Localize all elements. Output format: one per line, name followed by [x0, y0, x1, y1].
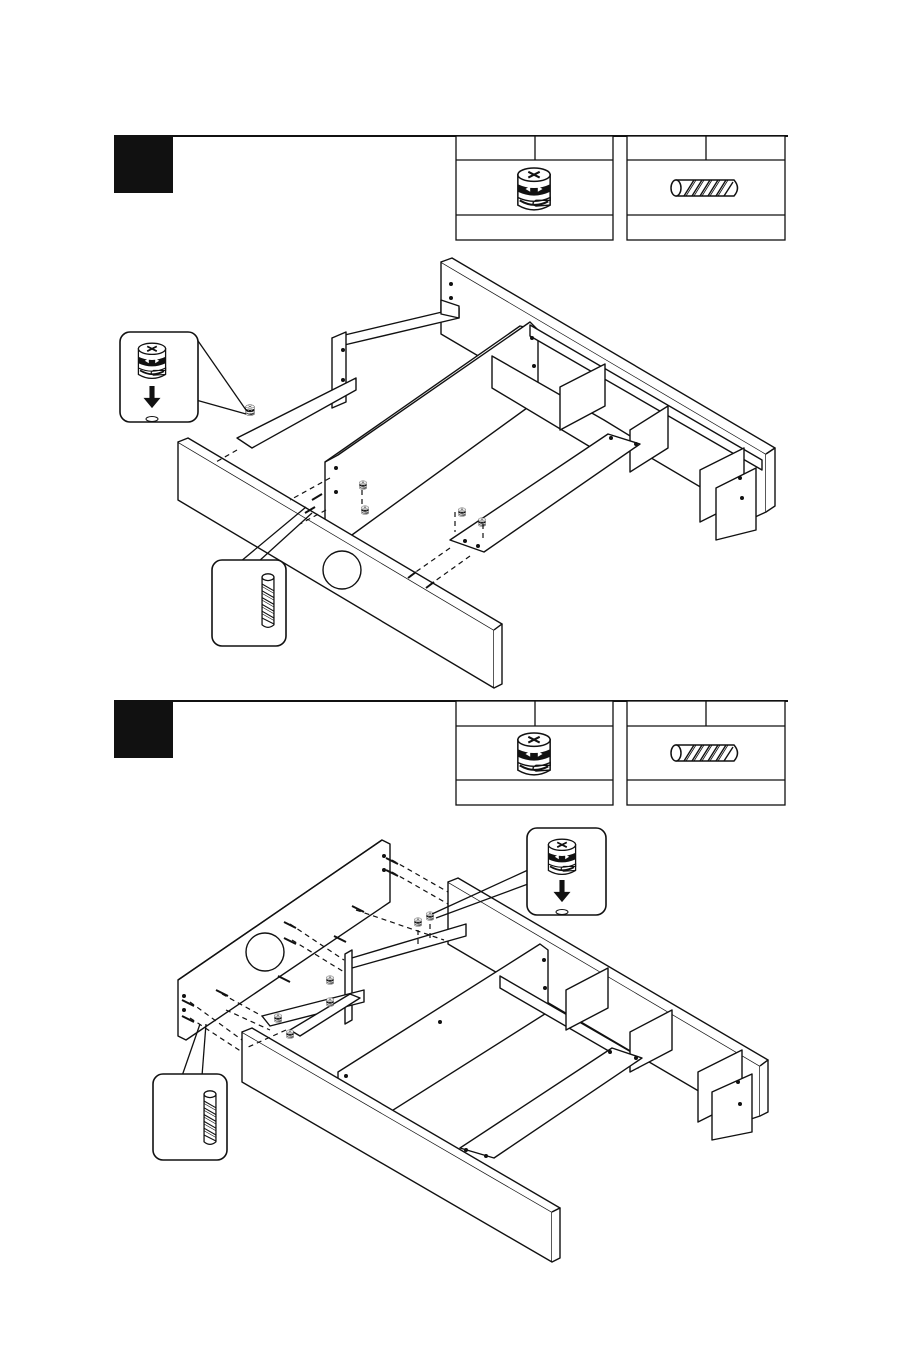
dowel-icon	[671, 180, 738, 196]
dowel-icon	[671, 745, 738, 761]
step-2-part-dowel	[627, 701, 785, 805]
step-2-panel-marker	[246, 933, 284, 971]
step-2-badge	[114, 701, 173, 758]
dowel-icon	[204, 1091, 216, 1145]
step-1	[114, 136, 788, 688]
step-2-callout-dowel	[153, 1024, 227, 1160]
step-2-part-cam-lock	[456, 701, 613, 805]
cam-lock-insert-icon	[138, 343, 165, 378]
step-1-callout-cam-lock	[120, 332, 246, 422]
cam-lock-icon	[518, 168, 550, 210]
cam-lock-insert-icon	[548, 839, 575, 874]
step-2-assembly-drawing	[178, 840, 768, 1262]
dowel-icon	[262, 574, 274, 628]
step-1-panel-marker	[323, 551, 361, 589]
step-1-part-dowel	[627, 136, 785, 240]
step-1-part-cam-lock	[456, 136, 613, 240]
step-1-badge	[114, 136, 173, 193]
step-2	[114, 701, 788, 1262]
cam-lock-icon	[518, 733, 550, 775]
